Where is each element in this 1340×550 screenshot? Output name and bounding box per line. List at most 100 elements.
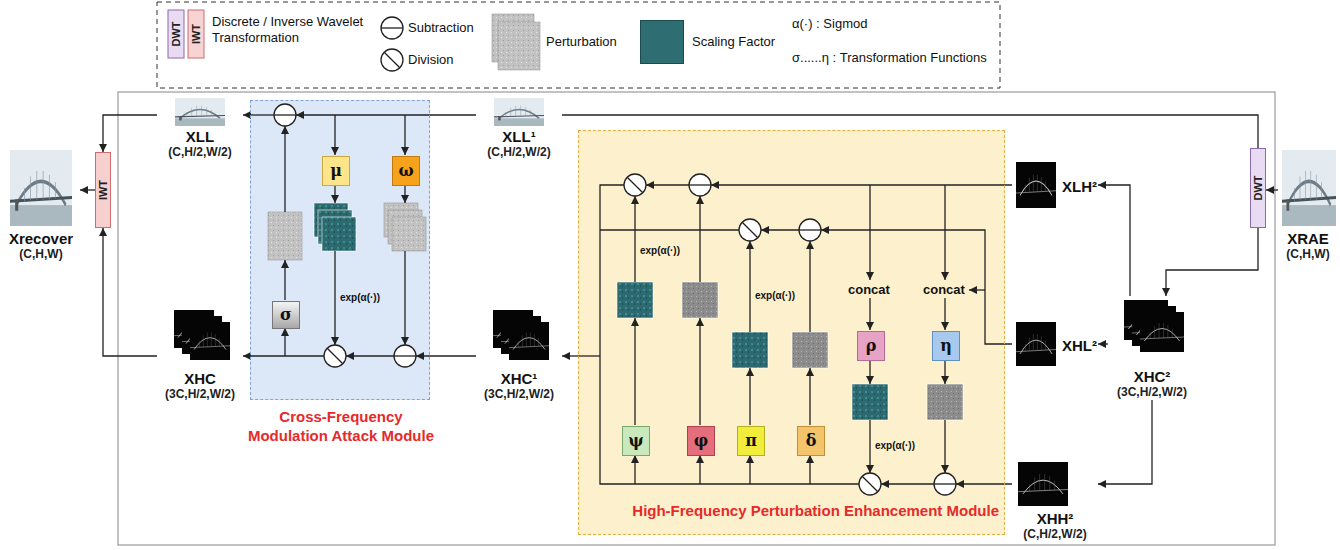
image-thumbnail: XHC(3C,H/2,W/2) <box>157 306 243 402</box>
tensor-name: XLL¹ <box>502 128 535 145</box>
legend-holder: Perturbation <box>546 34 617 50</box>
factor-maps <box>268 203 963 420</box>
function-symbol: σ <box>280 306 292 324</box>
tensor-name: XHC² <box>1134 368 1171 385</box>
function-box: π <box>737 426 765 456</box>
label-holder: DWT <box>168 10 184 58</box>
tensor-shape: (3C,H/2,W/2) <box>1117 385 1187 400</box>
function-box: ρ <box>857 331 885 361</box>
connector <box>562 115 1258 148</box>
image-thumbnails <box>10 98 1336 506</box>
label-holder: exp(α(·)) <box>875 440 915 452</box>
note-text: exp(α(·)) <box>340 292 380 304</box>
function-box: δ <box>797 426 825 456</box>
transform-label: DWT <box>1252 175 1264 200</box>
tensor-shape: (3C,H/2,W/2) <box>165 387 235 402</box>
module-title: Cross-Frequency Modulation Attack Module <box>243 407 439 445</box>
wires <box>243 115 1012 484</box>
legend-text: Division <box>408 52 454 68</box>
note-text: σ......η : Transformation Functions <box>792 50 987 66</box>
tensor-name: XHC <box>184 370 216 387</box>
function-symbol: ω <box>398 162 413 180</box>
function-symbol: ρ <box>866 337 877 355</box>
connector <box>562 355 578 356</box>
connector <box>1166 228 1258 296</box>
function-symbol: φ <box>694 432 708 450</box>
note-text: exp(α(·)) <box>755 290 795 302</box>
function-box: σ <box>272 301 300 329</box>
image-thumbnail: XLH² <box>1012 160 1098 212</box>
connector <box>80 189 95 190</box>
note-text: α(·) : Sigmod <box>792 16 867 32</box>
legend-holder: Scaling Factor <box>692 34 775 50</box>
label-holder: exp(α(·)) <box>340 292 380 304</box>
label-holder: concat <box>848 282 890 297</box>
function-symbol: ψ <box>628 432 643 450</box>
legend-text: Subtraction <box>408 20 474 36</box>
module-region: High-Frequency Perturbation Enhancement … <box>578 130 1005 535</box>
image-thumbnail: Xrecover(C,H,W) <box>2 148 80 262</box>
label-holder: α(·) : Sigmod <box>792 16 867 32</box>
label-holder: σ......η : Transformation Functions <box>792 50 987 66</box>
function-box: ψ <box>622 426 650 456</box>
label-holder: IWT <box>188 10 204 58</box>
legend-holder: Subtraction <box>408 20 474 36</box>
tensor-name: XLL <box>186 128 214 145</box>
image-thumbnail: XHL² <box>1012 320 1098 370</box>
tensor-name: XHC¹ <box>501 370 538 387</box>
function-symbol: μ <box>330 162 342 180</box>
label-holder: exp(α(·)) <box>755 290 795 302</box>
tensor-name: XHH² <box>1037 510 1074 527</box>
legend-holder: Discrete / Inverse Wavelet Transformatio… <box>212 14 372 46</box>
connector <box>103 115 157 152</box>
legend-swatch <box>640 20 684 64</box>
function-symbol: η <box>940 337 952 355</box>
tensor-shape: (3C,H/2,W/2) <box>484 387 554 402</box>
label-holder: exp(α(·)) <box>640 245 680 257</box>
transform-box: DWT <box>1250 148 1266 228</box>
legend-frame <box>157 2 1000 88</box>
label-holder: concat <box>923 282 965 297</box>
function-box: φ <box>687 426 715 456</box>
note-text: exp(α(·)) <box>875 440 915 452</box>
connector <box>103 228 157 356</box>
image-thumbnail: XHC¹(3C,H/2,W/2) <box>476 306 562 402</box>
tensor-shape: (C,H,W) <box>1286 247 1329 262</box>
transform-label: DWT <box>170 21 182 46</box>
legend-text: Discrete / Inverse Wavelet Transformatio… <box>212 14 372 46</box>
operation-label: concat <box>848 282 890 297</box>
legend-text: Scaling Factor <box>692 34 775 50</box>
connector <box>1266 189 1278 190</box>
function-box: μ <box>322 156 350 186</box>
image-thumbnail: XRAE(C,H,W) <box>1278 148 1338 262</box>
image-thumbnail: XLL¹(C,H/2,W/2) <box>476 96 562 160</box>
function-symbol: δ <box>806 432 817 450</box>
transform-label: IWT <box>97 180 109 200</box>
tensor-shape: (C,H/2,W/2) <box>1023 527 1086 542</box>
function-box: η <box>932 331 960 361</box>
function-symbol: π <box>745 432 757 450</box>
module-region: Cross-Frequency Modulation Attack Module… <box>250 100 430 400</box>
note-text: exp(α(·)) <box>640 245 680 257</box>
tensor-shape: (C,H,W) <box>19 247 62 262</box>
tensor-name: XHL² <box>1062 337 1097 354</box>
tensor-shape: (C,H/2,W/2) <box>168 145 231 160</box>
tensor-name: XLH² <box>1062 178 1097 195</box>
image-thumbnail: XHH²(C,H/2,W/2) <box>1012 460 1098 542</box>
image-thumbnail: XHC²(3C,H/2,W/2) <box>1108 296 1196 400</box>
legend-holder: Division <box>408 52 454 68</box>
tensor-name: Xrecover <box>9 230 73 247</box>
module-title: High-Frequency Perturbation Enhancement … <box>579 501 999 520</box>
tensor-shape: (C,H/2,W/2) <box>487 145 550 160</box>
transform-label: IWT <box>190 24 202 44</box>
function-box: ω <box>392 156 420 186</box>
image-thumbnail: XLL(C,H/2,W/2) <box>157 96 243 160</box>
module-fill <box>250 100 1005 535</box>
operation-label: concat <box>923 282 965 297</box>
transform-box: IWT <box>95 152 111 228</box>
connector <box>1098 343 1108 344</box>
connector <box>1098 400 1152 484</box>
outer-frame <box>118 92 1275 545</box>
